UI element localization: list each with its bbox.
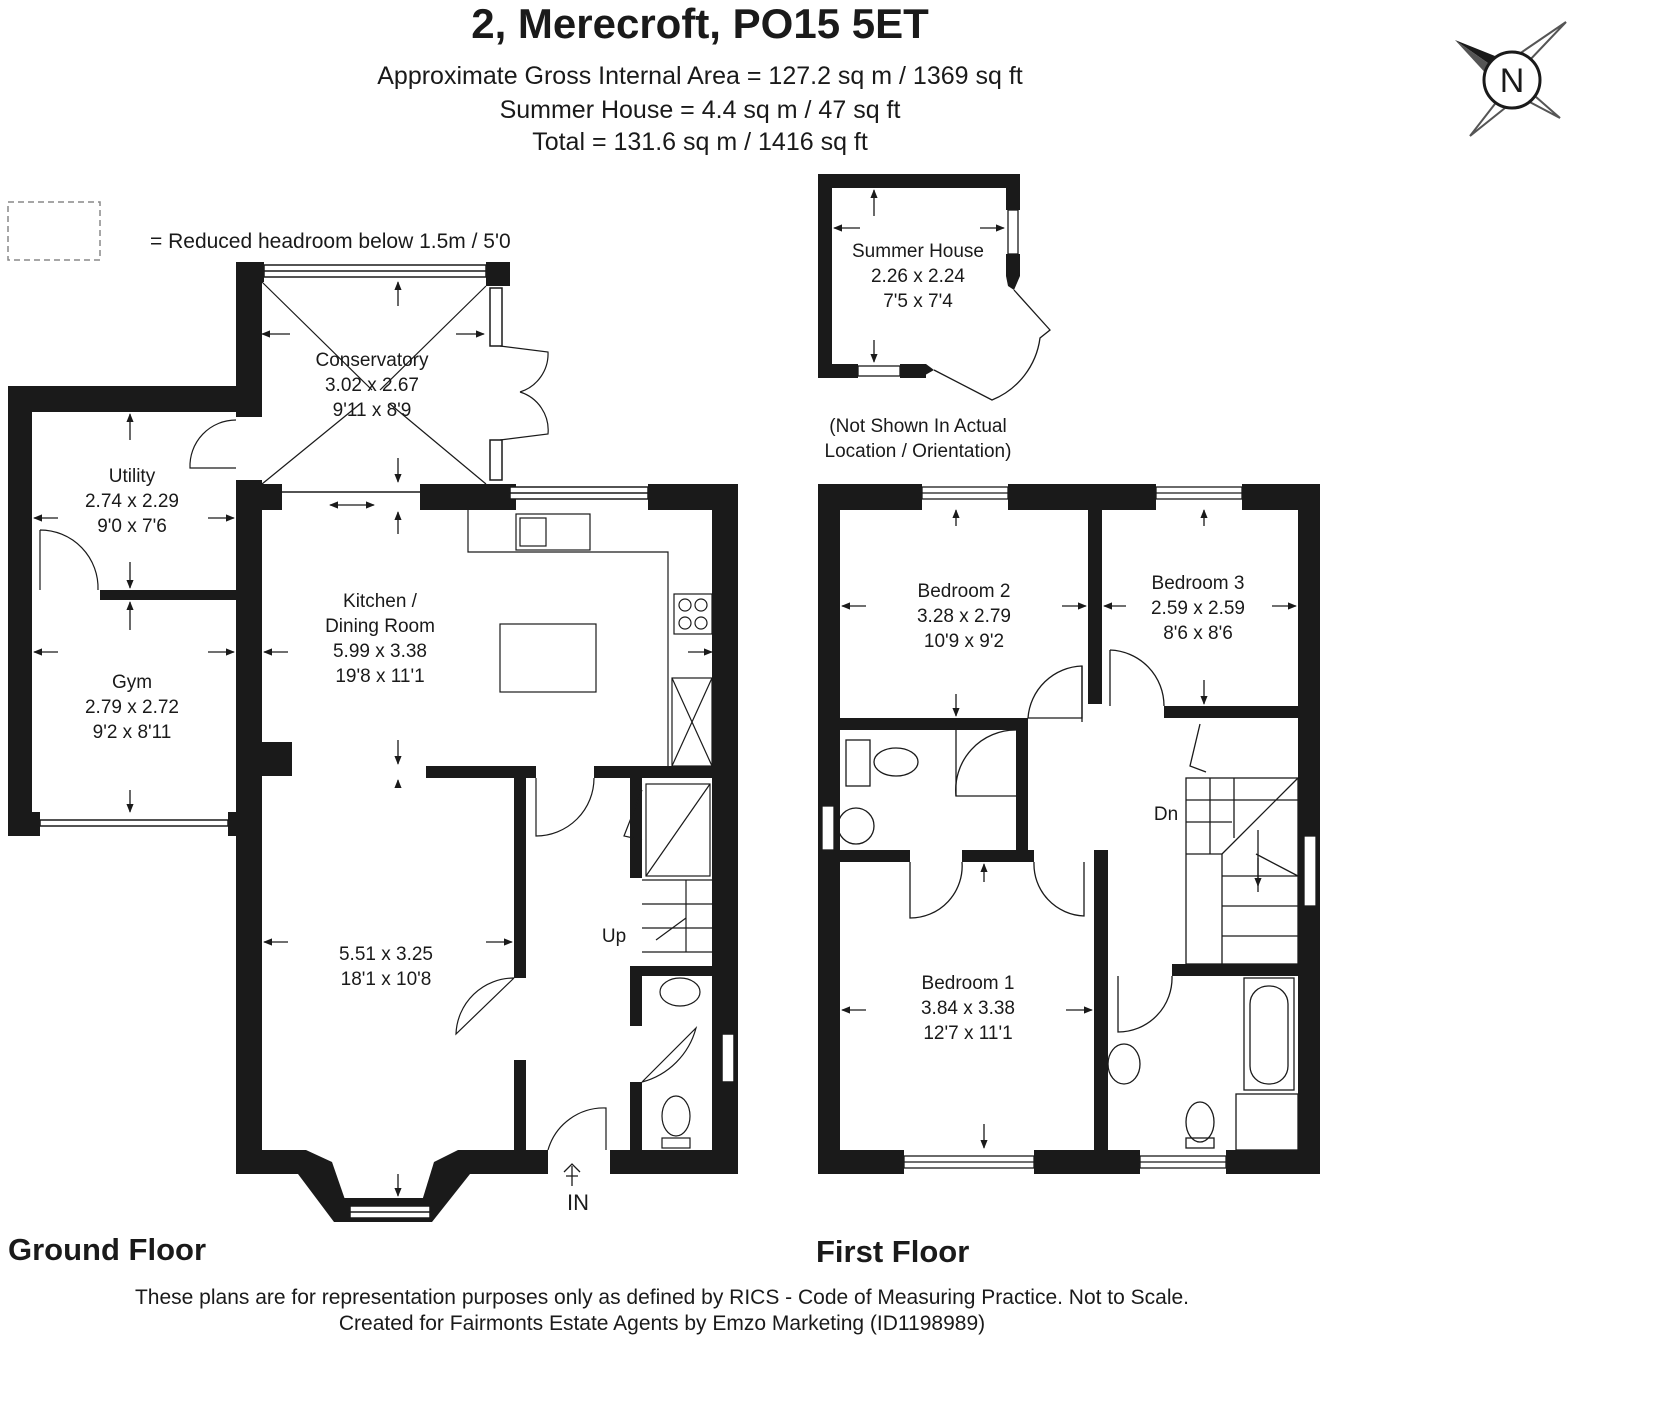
room-dim-metric-utility: 2.74 x 2.29 — [85, 491, 179, 512]
room-name-conservatory: Conservatory — [316, 350, 429, 371]
room-dim-imperial-gym: 9'2 x 8'11 — [93, 722, 172, 743]
ground-floor-windows — [39, 264, 735, 1219]
first-floor-room-labels: Bedroom 2 3.28 x 2.79 10'9 x 9'2 Bedroom… — [917, 573, 1245, 1044]
page-title: 2, Merecroft, PO15 5ET — [471, 0, 929, 47]
ground-floor-label: Ground Floor — [8, 1232, 207, 1267]
north-compass-icon: N — [1455, 21, 1567, 137]
room-dim-imperial-summer-house: 7'5 x 7'4 — [883, 291, 953, 312]
total-area: Total = 131.6 sq m / 1416 sq ft — [532, 128, 868, 156]
first-floor-label: First Floor — [816, 1234, 970, 1269]
room-dim-imperial-bedroom-2: 10'9 x 9'2 — [924, 631, 1004, 652]
room-dim-imperial-bedroom-1: 12'7 x 11'1 — [923, 1023, 1012, 1044]
room-name-kitchen-1: Kitchen / — [343, 591, 418, 612]
room-name-bedroom-1: Bedroom 1 — [922, 973, 1015, 994]
disclaimer-line: These plans are for representation purpo… — [134, 1286, 1190, 1309]
headroom-legend-text: = Reduced headroom below 1.5m / 5'0 — [150, 230, 511, 253]
room-dim-imperial-living: 18'1 x 10'8 — [341, 969, 432, 990]
summer-house-note-line-2: Location / Orientation) — [825, 441, 1012, 462]
room-dim-metric-living: 5.51 x 3.25 — [339, 944, 433, 965]
room-name-gym: Gym — [112, 672, 152, 693]
summer-house-note-line-1: (Not Shown In Actual — [829, 416, 1006, 437]
room-dim-metric-kitchen: 5.99 x 3.38 — [333, 641, 427, 662]
first-floor-windows — [821, 486, 1317, 1169]
compass-north-label: N — [1500, 62, 1525, 100]
credits-line: Created for Fairmonts Estate Agents by E… — [338, 1312, 986, 1335]
stairs-up-label: Up — [602, 926, 626, 947]
room-name-bedroom-2: Bedroom 2 — [918, 581, 1011, 602]
room-name-summer-house: Summer House — [852, 241, 984, 262]
room-dim-metric-conservatory: 3.02 x 2.67 — [325, 375, 419, 396]
room-name-bedroom-3: Bedroom 3 — [1152, 573, 1245, 594]
room-dim-metric-summer-house: 2.26 x 2.24 — [871, 266, 965, 287]
reduced-headroom-legend-box — [7, 201, 101, 261]
first-floor-walls — [818, 484, 1320, 1174]
stairs-down-label: Dn — [1154, 804, 1178, 825]
summer-house-labels: Summer House 2.26 x 2.24 7'5 x 7'4 (Not … — [825, 241, 1012, 462]
gross-internal-area: Approximate Gross Internal Area = 127.2 … — [377, 62, 1023, 90]
room-name-kitchen-2: Dining Room — [325, 616, 435, 637]
ground-floor-walls — [8, 262, 738, 1222]
entrance-arrow-icon — [563, 1163, 581, 1186]
room-dim-metric-bedroom-3: 2.59 x 2.59 — [1151, 598, 1245, 619]
room-dim-imperial-kitchen: 19'8 x 11'1 — [335, 666, 424, 687]
summer-house-area: Summer House = 4.4 sq m / 47 sq ft — [499, 96, 901, 124]
room-dim-metric-gym: 2.79 x 2.72 — [85, 697, 179, 718]
room-dim-imperial-conservatory: 9'11 x 8'9 — [333, 400, 412, 421]
entrance-label: IN — [567, 1190, 589, 1215]
summer-house-walls — [818, 174, 1020, 378]
room-dim-imperial-bedroom-3: 8'6 x 8'6 — [1163, 623, 1233, 644]
ground-floor-room-labels: Conservatory 3.02 x 2.67 9'11 x 8'9 Util… — [85, 350, 626, 1215]
room-dim-imperial-utility: 9'0 x 7'6 — [97, 516, 167, 537]
room-dim-metric-bedroom-2: 3.28 x 2.79 — [917, 606, 1011, 627]
room-dim-metric-bedroom-1: 3.84 x 3.38 — [921, 998, 1015, 1019]
room-name-utility: Utility — [109, 466, 156, 487]
